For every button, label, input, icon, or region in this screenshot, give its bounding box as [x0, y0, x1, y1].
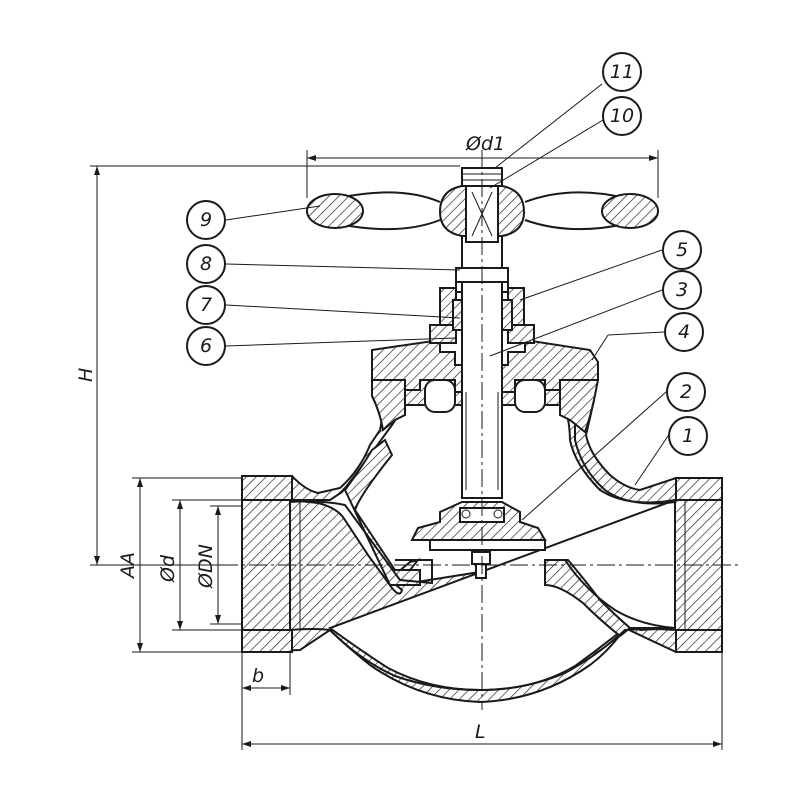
dimension-lines — [90, 150, 723, 750]
svg-text:2: 2 — [680, 381, 692, 403]
dim-d-label: Ød — [157, 554, 179, 583]
svg-text:3: 3 — [676, 279, 688, 301]
svg-text:10: 10 — [610, 105, 634, 127]
callout-6: 6 — [186, 326, 226, 366]
svg-text:6: 6 — [200, 335, 212, 357]
dimension-labels: Ød1 H AA Ød ØDN b L — [75, 133, 505, 743]
svg-text:9: 9 — [200, 209, 212, 231]
svg-text:5: 5 — [676, 239, 688, 261]
svg-text:8: 8 — [200, 253, 212, 275]
svg-text:4: 4 — [678, 321, 690, 343]
svg-text:7: 7 — [200, 294, 212, 316]
callout-7: 7 — [186, 285, 226, 325]
dim-aa-label: AA — [117, 552, 139, 580]
svg-text:11: 11 — [610, 61, 634, 83]
callout-10: 10 — [602, 96, 642, 136]
svg-text:1: 1 — [682, 425, 694, 447]
callout-bubbles: 1 2 3 4 5 6 7 8 9 10 11 — [186, 52, 708, 456]
dim-dn-label: ØDN — [195, 544, 217, 589]
callout-8: 8 — [186, 244, 226, 284]
callout-4: 4 — [664, 312, 704, 352]
callout-9: 9 — [186, 200, 226, 240]
callout-2: 2 — [666, 372, 706, 412]
callout-5: 5 — [662, 230, 702, 270]
dim-h-label: H — [75, 368, 97, 382]
dim-l-label: L — [475, 721, 486, 743]
callout-11: 11 — [602, 52, 642, 92]
callout-leaders — [225, 83, 669, 521]
centerlines — [220, 150, 742, 710]
dim-d1-label: Ød1 — [465, 133, 505, 155]
dim-b-label: b — [252, 665, 264, 687]
callout-1: 1 — [668, 416, 708, 456]
valve-disc — [410, 501, 547, 579]
callout-3: 3 — [662, 270, 702, 310]
